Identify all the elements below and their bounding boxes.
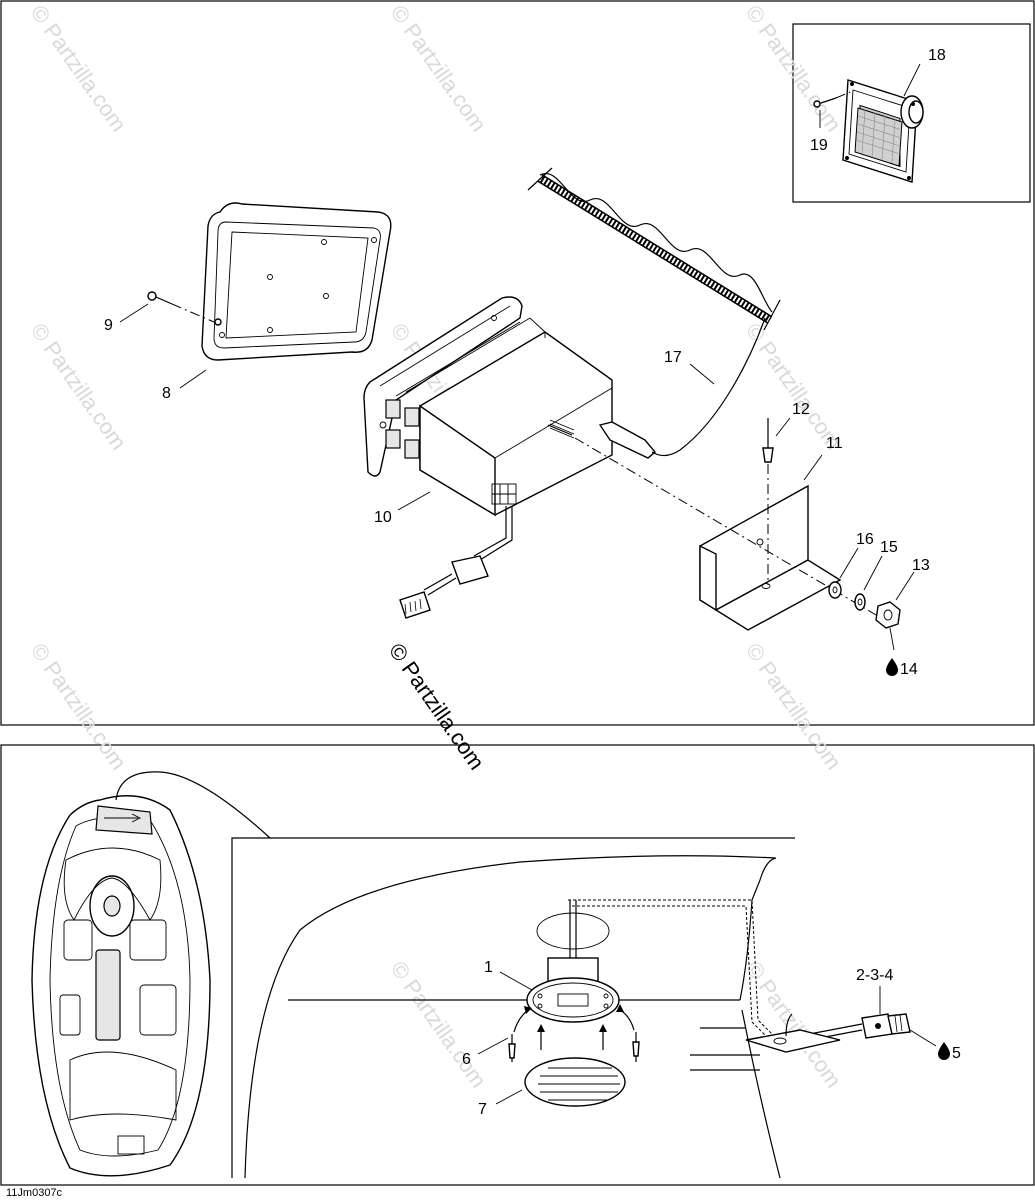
callout-17: 17 [664,349,682,366]
leader-6 [477,1037,509,1055]
leader-18 [903,63,921,97]
watermark: © Partzilla.com [741,957,847,1093]
callout-10: 10 [374,509,392,526]
watermark: © Partzilla.com [26,639,132,775]
callout-2-3-4: 2-3-4 [856,967,893,984]
leader-15 [863,555,883,591]
callout-8: 8 [162,385,171,402]
bracket-part-11 [699,484,842,631]
leader-14 [889,627,895,651]
bezel-part-8 [201,202,392,361]
callout-7: 7 [478,1101,487,1118]
callout-18: 18 [928,47,946,64]
top-panel-frame [0,0,1035,726]
speaker-housing-part-1 [526,957,620,1023]
leader-9 [119,303,149,323]
nut-part-13 [875,601,901,629]
antenna-cable-part-17 [527,167,781,457]
washer-part-16 [828,581,842,599]
callout-5: 5 [952,1045,961,1062]
rivet-part-6 [508,1032,640,1062]
oil-drop-icon [938,1042,950,1060]
leader-10 [397,491,431,511]
leader-17 [689,363,715,385]
center-watermark: © Partzilla.com [384,639,490,775]
leader-11 [803,454,823,481]
leader-13 [895,571,915,601]
callout-13: 13 [912,557,930,574]
install-arrows [513,1004,635,1050]
callout-11: 11 [826,435,843,452]
callout-6: 6 [462,1051,471,1068]
speaker-grille-part-7 [524,1057,626,1107]
figure-code: 11Jm0307c [6,1187,63,1199]
screw-part-9 [147,291,215,323]
screw-part-19 [813,91,851,108]
watermark: © Partzilla.com [386,1,492,137]
speaker-wiring [568,899,779,1047]
detail-view [231,837,795,1179]
watermark: © Partzilla.com [26,319,132,455]
watermark: © Partzilla.com [26,1,132,137]
watermark: © Partzilla.com [741,1,847,137]
callout-12: 12 [792,401,810,418]
detail-callout-line [115,771,271,839]
callout-1: 1 [484,959,493,976]
callout-9: 9 [104,317,113,334]
leader-16 [839,547,859,579]
callout-19: 19 [810,137,828,154]
callout-15: 15 [880,539,898,556]
leader-12 [775,417,791,437]
oil-drop-icon [886,658,898,676]
watermark: © Partzilla.com [386,957,492,1093]
bottom-panel-frame [0,744,1035,1186]
radio-unit-part-10 [363,296,656,517]
lockwasher-part-15 [854,593,866,611]
rivet-part-12 [762,418,774,585]
connector-part-2-3-4 [745,1013,911,1053]
callout-16: 16 [856,531,874,548]
leader-8 [179,369,207,389]
speaker-inset-frame [792,23,1031,203]
leader-5 [909,1029,937,1047]
watermark: © Partzilla.com [741,639,847,775]
opening-outline [536,912,610,950]
leader-7 [495,1089,523,1105]
speaker-part-18 [842,79,924,183]
callout-14: 14 [900,661,918,678]
boat-overview [31,795,211,1177]
leader-1 [499,971,533,991]
wire-harness [399,506,513,619]
